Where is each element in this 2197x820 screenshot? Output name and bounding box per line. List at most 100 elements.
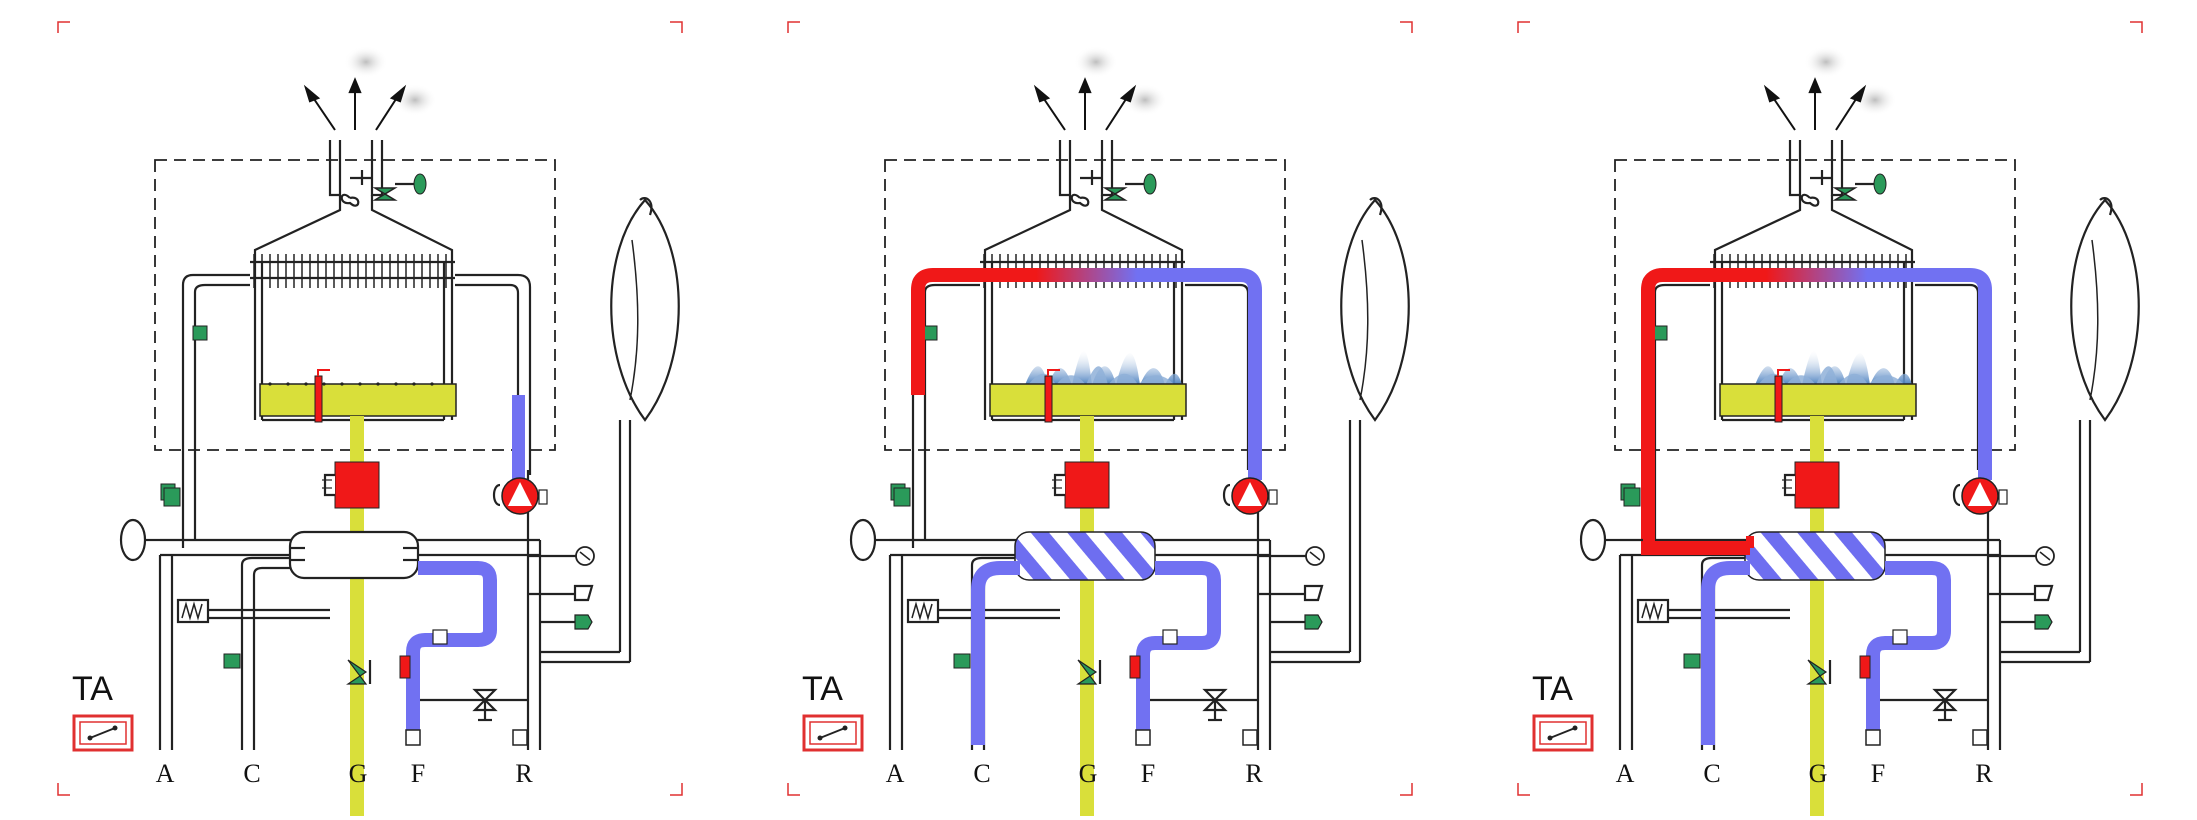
primary-flow-inner (923, 283, 980, 540)
ignition-electrode (1044, 375, 1053, 423)
primary-return-inner (455, 283, 520, 470)
spring-icon (911, 601, 933, 621)
fan-icon (340, 193, 360, 207)
primary-flow-inner (1653, 283, 1710, 540)
connector-stub (432, 629, 448, 645)
flue-left (328, 140, 342, 197)
burner-nozzle (304, 382, 308, 386)
burner-nozzle (340, 382, 344, 386)
gas-valve-coil (1783, 473, 1795, 497)
burner-flame (1758, 366, 1905, 385)
gas-cock-icon (346, 659, 368, 685)
return-sensor (1129, 655, 1141, 679)
flue-arrowhead (1808, 77, 1822, 94)
pump-motor (1222, 483, 1231, 507)
flue-arrow (311, 95, 336, 131)
cold-water-pipe (1866, 561, 1951, 745)
fan-icon (1800, 193, 1820, 207)
flow-switch-icon (906, 598, 940, 624)
flow-switch-icon (574, 614, 593, 630)
safety-valve-icon (2033, 584, 2054, 602)
plate-heat-exchanger (1744, 531, 1886, 581)
flue-arrow (1105, 95, 1129, 131)
connection-label: C (1703, 759, 1720, 788)
gauge-needle (1309, 551, 1321, 561)
gauge-needle (2039, 551, 2051, 561)
flue-arrow (1835, 95, 1859, 131)
electrode-tip (1047, 369, 1060, 376)
spring-icon (181, 601, 203, 621)
gas-valve-coil (1053, 473, 1065, 497)
temperature-sensor-icon (163, 487, 181, 507)
flue-arrow (375, 95, 399, 131)
gas-valve-block (1064, 461, 1110, 509)
hood-left (1713, 195, 1802, 420)
electrode-tip (317, 369, 330, 376)
smoke-puff (1853, 84, 1897, 116)
connector-stub (1972, 729, 1988, 746)
cold-water-pipe (1136, 561, 1221, 745)
connector-stub (1162, 629, 1178, 645)
connection-label: G (349, 759, 368, 788)
crop-mark (57, 783, 70, 796)
connector-stub (1135, 729, 1151, 746)
pump-flange (1268, 489, 1278, 505)
burner-nozzle (322, 382, 326, 386)
connector-stub (1865, 729, 1881, 746)
dhw-outlet-pipe (1701, 561, 1750, 745)
connection-label: C (973, 759, 990, 788)
smoke-puff (1804, 46, 1848, 78)
connection-label: A (1616, 759, 1635, 788)
circuit-segment (512, 395, 525, 480)
connection-label: F (411, 759, 425, 788)
switch-pivot (1547, 735, 1553, 741)
temperature-sensor-icon (192, 325, 208, 341)
flue-arrowhead (1119, 84, 1137, 103)
gas-valve-coil (323, 473, 335, 497)
temperature-sensor-icon (1683, 653, 1701, 669)
burner-nozzle (412, 382, 416, 386)
dhw-outline (240, 556, 305, 566)
flue-arrowhead (1849, 84, 1867, 103)
flow-switch-icon (2034, 614, 2053, 630)
crop-mark (787, 21, 800, 33)
flue-right (1100, 140, 1114, 197)
crop-mark (787, 783, 800, 796)
connection-label: R (515, 759, 533, 788)
flue-arrowhead (389, 84, 407, 103)
gas-valve-icon (1102, 187, 1128, 201)
expansion-vessel-icon (1340, 198, 1410, 422)
flue-arrowhead (348, 77, 362, 94)
temperature-sensor-icon (1623, 487, 1641, 507)
temperature-sensor-icon (953, 653, 971, 669)
smoke-puff (1074, 46, 1118, 78)
flue-arrowhead (303, 84, 321, 103)
vessel-cap (2099, 197, 2113, 216)
flue-arrow (1041, 95, 1066, 131)
gas-valve-block (1794, 461, 1840, 509)
vessel-membrane (629, 239, 639, 401)
crop-mark (670, 21, 683, 33)
pump-arrow (1238, 482, 1262, 506)
valve-actuator (413, 173, 427, 195)
hood-right (1100, 195, 1184, 420)
room-thermostat-switch (819, 727, 846, 739)
room-thermostat-switch (89, 727, 116, 739)
temperature-sensor-icon (922, 325, 938, 341)
smoke-puff (1123, 84, 1167, 116)
gas-cock-icon (1076, 659, 1098, 685)
gauge-needle (579, 551, 591, 561)
dhw-outline (252, 566, 305, 576)
connection-label: F (1141, 759, 1155, 788)
burner-nozzle (268, 382, 272, 386)
switch-pivot (842, 725, 848, 731)
primary-return-inner (1185, 283, 1250, 470)
burner-nozzle (376, 382, 380, 386)
crop-mark (670, 783, 683, 796)
burner-flame (1755, 350, 1912, 385)
plate-heat-exchanger (1014, 531, 1156, 581)
switch-pivot (87, 735, 93, 741)
expansion-vessel-icon (610, 198, 680, 422)
primary-flow-outline (181, 273, 250, 548)
